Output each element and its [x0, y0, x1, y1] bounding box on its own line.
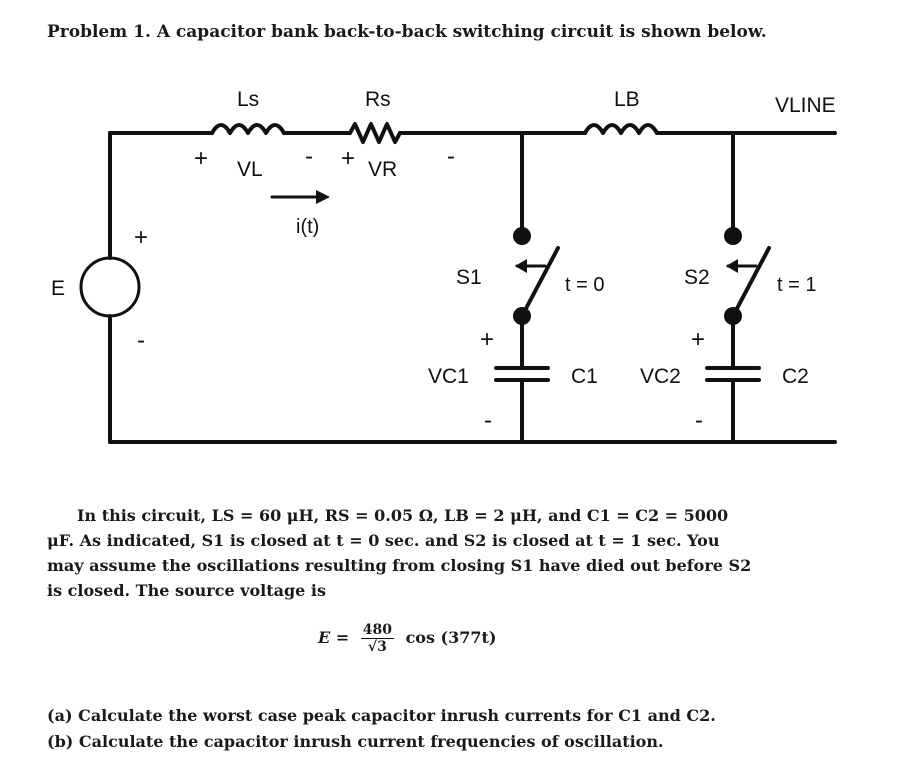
- label-c2: C2: [782, 365, 809, 388]
- label-vr: VR: [368, 158, 397, 181]
- current-arrowhead: [316, 190, 330, 204]
- vl-plus: +: [194, 145, 208, 172]
- label-s2: S2: [684, 266, 710, 289]
- source-minus: -: [137, 327, 145, 354]
- label-t1: t = 1: [777, 274, 816, 296]
- switch-s2-contact-bottom: [724, 307, 742, 325]
- label-vline: VLINE: [775, 94, 836, 117]
- equation-lhs: E =: [318, 628, 350, 647]
- problem-paragraph: In this circuit, LS = 60 μH, RS = 0.05 Ω…: [47, 503, 767, 603]
- source-voltage-equation: E = 480 √3 cos (377t): [318, 622, 496, 655]
- switch-s2-contact-top: [724, 227, 742, 245]
- resistor-rs: [348, 122, 402, 144]
- label-vl: VL: [237, 158, 263, 181]
- vr-plus: +: [341, 145, 355, 172]
- switch-s1-arrowhead: [515, 259, 527, 273]
- vl-minus: -: [305, 143, 313, 170]
- question-b: (b) Calculate the capacitor inrush curre…: [47, 732, 664, 751]
- label-vc2: VC2: [640, 365, 681, 388]
- problem-text: A capacitor bank back-to-back switching …: [156, 22, 767, 42]
- equation-denominator: √3: [367, 639, 387, 655]
- c2-plus: +: [691, 326, 705, 353]
- equation-numerator: 480: [360, 622, 394, 639]
- switch-s1-contact-bottom: [513, 307, 531, 325]
- source-plus: +: [134, 224, 148, 251]
- paragraph-line-3: may assume the oscillations resulting fr…: [47, 556, 752, 575]
- equation-fraction: 480 √3: [360, 622, 394, 655]
- label-vc1: VC1: [428, 365, 469, 388]
- paragraph-line-1: In this circuit, LS = 60 μH, RS = 0.05 Ω…: [77, 506, 729, 525]
- label-ls: Ls: [237, 88, 259, 111]
- label-source: E: [51, 277, 65, 300]
- label-c1: C1: [571, 365, 598, 388]
- paragraph-line-4: is closed. The source voltage is: [47, 581, 327, 600]
- switch-s1-contact-top: [513, 227, 531, 245]
- voltage-source: [79, 256, 141, 318]
- c1-plus: +: [480, 326, 494, 353]
- switch-s1-blade: [520, 246, 560, 318]
- switch-s2-blade: [731, 246, 771, 318]
- inductor-ls: [210, 123, 286, 135]
- vr-minus: -: [447, 143, 455, 170]
- label-current: i(t): [296, 216, 319, 238]
- label-t0: t = 0: [565, 274, 604, 296]
- inductor-lb: [583, 123, 659, 135]
- label-rs: Rs: [365, 88, 391, 111]
- paragraph-line-2: μF. As indicated, S1 is closed at t = 0 …: [47, 531, 720, 550]
- question-a: (a) Calculate the worst case peak capaci…: [47, 706, 716, 725]
- c1-minus: -: [484, 407, 492, 434]
- problem-label: Problem 1.: [47, 22, 151, 42]
- label-s1: S1: [456, 266, 482, 289]
- circuit-diagram: Ls Rs LB VLINE + VL - + VR - i(t) + E - …: [51, 88, 837, 444]
- problem-title: Problem 1. A capacitor bank back-to-back…: [47, 22, 767, 42]
- switch-s2-arrowhead: [726, 259, 738, 273]
- equation-rhs: cos (377t): [405, 628, 497, 647]
- label-lb: LB: [614, 88, 640, 111]
- c2-minus: -: [695, 407, 703, 434]
